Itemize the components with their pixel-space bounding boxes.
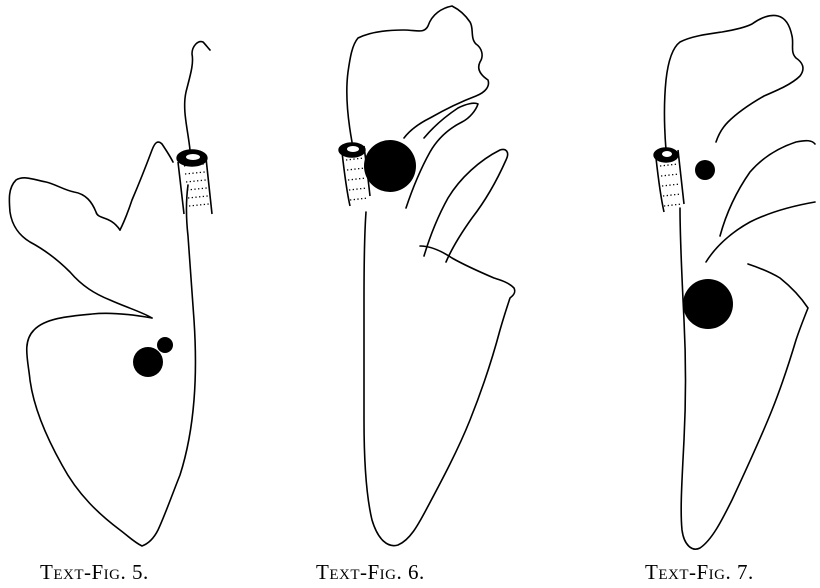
- fig6-large-blob: [364, 140, 416, 192]
- fig5-small-blob: [157, 337, 173, 353]
- fig7-lower-wing-outline: [706, 202, 815, 262]
- fig5-tube-opening-inner: [186, 154, 200, 160]
- fig6-top-wing-outline: [347, 6, 489, 142]
- text-fig-5-drawing: [9, 42, 212, 546]
- fig5-upper-flap-outline: [9, 178, 152, 318]
- text-fig-6-drawing: [339, 6, 515, 546]
- fig5-upper-lobe-outline: [120, 142, 173, 230]
- fig5-tube-right-edge: [206, 158, 212, 214]
- fig6-middle-wing-outline: [406, 103, 478, 208]
- fig6-main-body-outline: [364, 212, 515, 546]
- caption-text-fig-5: Text-Fig. 5.: [40, 560, 149, 585]
- fig5-wavy-vessel: [185, 42, 210, 150]
- fig5-tube-left-edge: [178, 162, 184, 214]
- fig5-large-blob: [133, 347, 163, 377]
- fig6-lower-wing-outline: [424, 149, 508, 262]
- caption-text-fig-6: Text-Fig. 6.: [316, 560, 425, 585]
- caption-text-fig-7: Text-Fig. 7.: [645, 560, 754, 585]
- fig6-tube-opening-inner: [347, 146, 359, 152]
- fig7-tube-left-edge: [656, 158, 664, 212]
- fig7-tube-hatching: [660, 164, 682, 206]
- fig7-large-blob: [683, 279, 733, 329]
- fig7-middle-wing-outline: [720, 141, 815, 236]
- fig5-main-body-outline: [27, 185, 196, 546]
- fig7-top-wing-outline: [665, 15, 803, 150]
- fig7-small-blob: [695, 160, 715, 180]
- fig7-main-body-outline: [680, 208, 808, 549]
- fig6-tube-left-edge: [342, 152, 350, 206]
- text-fig-7-drawing: [654, 15, 815, 549]
- fig7-tube-right-edge: [678, 150, 684, 204]
- fig7-tube-opening-inner: [662, 151, 672, 157]
